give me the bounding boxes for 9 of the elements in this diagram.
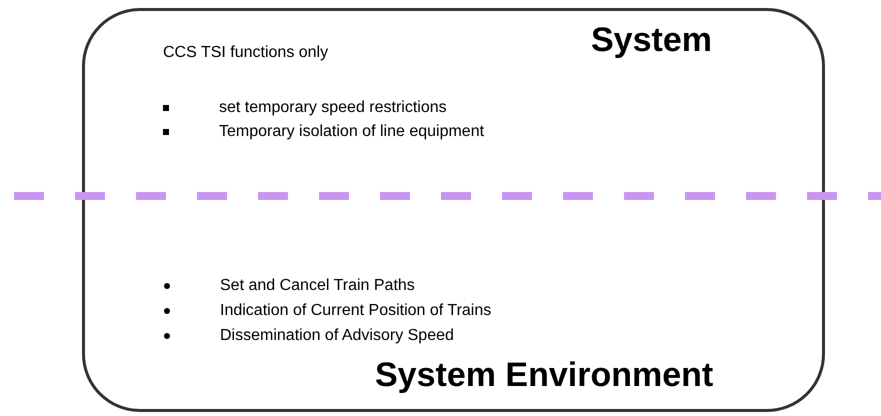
list-item: set temporary speed restrictions [219, 99, 447, 118]
region-title: System [591, 21, 712, 60]
note-text: CCS TSI functions only [163, 44, 328, 62]
list-item: Dissemination of Advisory Speed [220, 327, 454, 346]
region-title: System Environment [375, 356, 714, 396]
rounded-box [82, 8, 825, 412]
list-item: Set and Cancel Train Paths [220, 277, 415, 296]
list-item: Indication of Current Position of Trains [220, 302, 492, 320]
list-item: Temporary isolation of line equipment [219, 123, 484, 142]
